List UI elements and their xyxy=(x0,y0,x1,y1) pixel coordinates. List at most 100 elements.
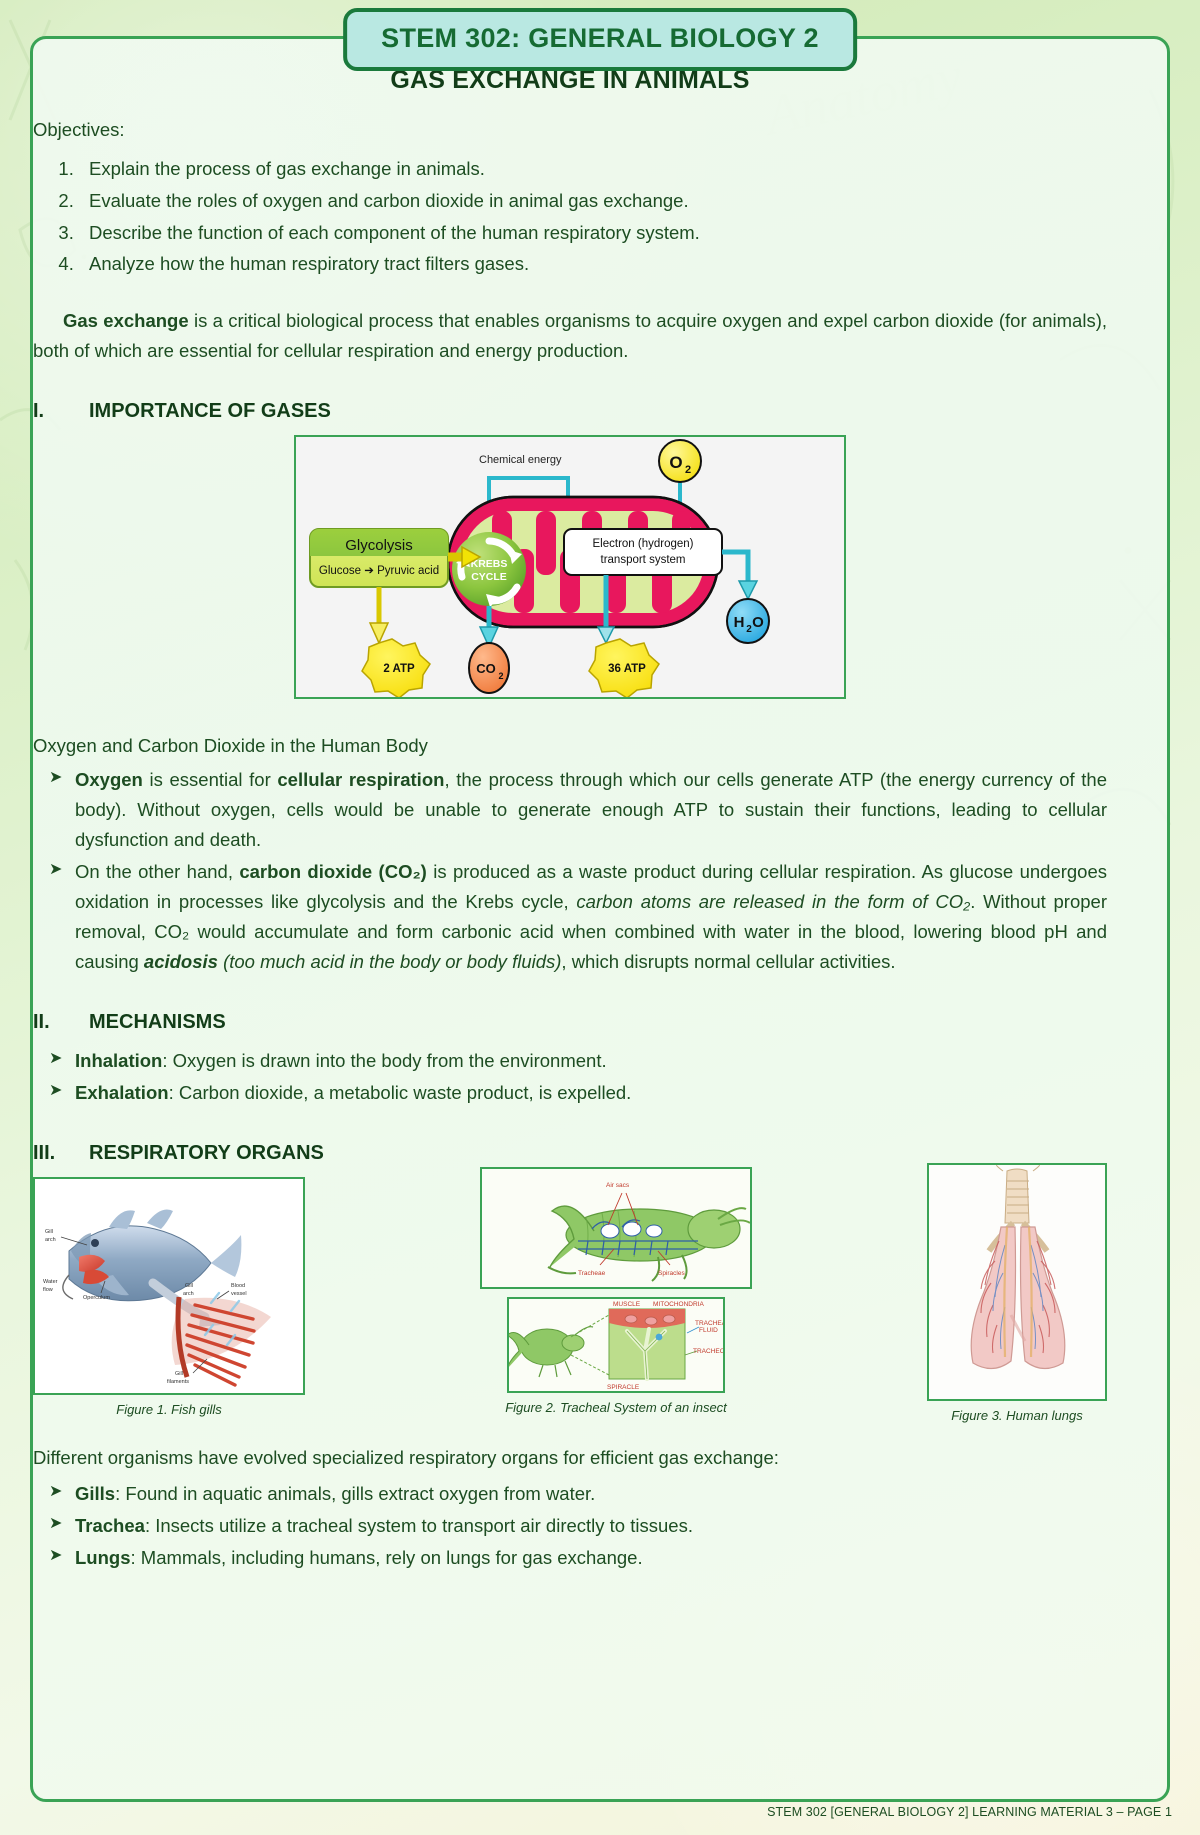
grasshopper-illustration xyxy=(547,1205,750,1282)
left-lung xyxy=(970,1226,1017,1369)
atp2-label: 2 ATP xyxy=(383,663,415,675)
section-heading-respiratory-organs: III. RESPIRATORY ORGANS xyxy=(33,1142,1107,1165)
label-spiracles: Spiracles xyxy=(658,1270,685,1277)
figure-3-caption: Figure 3. Human lungs xyxy=(951,1407,1083,1423)
label-gill-filaments: Gill xyxy=(175,1371,183,1377)
co2-badge: CO 2 xyxy=(468,642,510,695)
oxygen-badge: O 2 xyxy=(658,439,702,484)
label-tracheae: Tracheae xyxy=(578,1270,606,1277)
label-air-sacs: Air sacs xyxy=(606,1182,630,1189)
mechanism-exhalation: ➤ Exhalation: Carbon dioxide, a metaboli… xyxy=(33,1078,1107,1108)
co2-sub: 2 xyxy=(498,671,503,681)
document-content: GAS EXCHANGE IN ANIMALS Objectives: Expl… xyxy=(33,66,1107,1575)
grasshopper-small xyxy=(509,1325,594,1378)
figure-2-column: Air sacs Tracheae Spiracles xyxy=(480,1166,752,1415)
mechanism-label: Inhalation xyxy=(75,1049,163,1071)
mechanism-inhalation: ➤ Inhalation: Oxygen is drawn into the b… xyxy=(33,1046,1107,1076)
bullet-oxygen: ➤ Oxygen is essential for cellular respi… xyxy=(33,765,1107,855)
organ-trachea: ➤ Trachea: Insects utilize a tracheal sy… xyxy=(33,1511,1107,1541)
gill-filaments-detail xyxy=(171,1291,271,1387)
cellular-respiration-svg: Chemical energy xyxy=(309,439,770,700)
arrow-bullet-icon: ➤ xyxy=(49,1482,63,1500)
arrow-bullet-icon: ➤ xyxy=(49,1546,63,1564)
mechanism-text: : Carbon dioxide, a metabolic waste prod… xyxy=(168,1081,632,1103)
co2-text-4: , which disrupts normal cellular activit… xyxy=(561,950,896,972)
arrow-bullet-icon: ➤ xyxy=(49,1514,63,1532)
organ-gills: ➤ Gills: Found in aquatic animals, gills… xyxy=(33,1479,1107,1509)
human-body-heading: Oxygen and Carbon Dioxide in the Human B… xyxy=(33,735,428,757)
arrow-bullet-icon: ➤ xyxy=(49,861,63,879)
objectives-heading: Objectives: xyxy=(33,119,125,140)
organ-label: Lungs xyxy=(75,1546,131,1568)
objective-item: Explain the process of gas exchange in a… xyxy=(79,153,1107,185)
label-blood-vessel: Blood xyxy=(231,1283,245,1289)
course-title-pill: STEM 302: GENERAL BIOLOGY 2 xyxy=(343,8,857,71)
organ-text: : Insects utilize a tracheal system to t… xyxy=(144,1514,693,1536)
label-gill-arch-4: arch xyxy=(183,1291,194,1297)
oxygen-badge-sub: 2 xyxy=(685,464,691,476)
organs-list: ➤ Gills: Found in aquatic animals, gills… xyxy=(33,1479,1107,1573)
tracheole-detail-panel xyxy=(608,1308,686,1381)
label-spiracle: SPIRACLE xyxy=(607,1384,640,1391)
trachea-illustration xyxy=(996,1164,1040,1224)
co2-text-1: On the other hand, xyxy=(75,861,240,883)
label-tracheal-fluid: TRACHEAL xyxy=(695,1320,723,1327)
section-title: IMPORTANCE OF GASES xyxy=(89,400,331,423)
label-gill-arch-3: Gill xyxy=(185,1283,193,1289)
objective-item: Evaluate the roles of oxygen and carbon … xyxy=(79,185,1107,217)
label-blood-vessel-2: vessel xyxy=(231,1291,247,1297)
section-heading-mechanisms: II. MECHANISMS xyxy=(33,1011,1107,1034)
label-operculum: Operculum xyxy=(83,1295,110,1301)
oxygen-text-1: is essential for xyxy=(142,769,278,791)
co2-bold-acidosis: acidosis xyxy=(143,950,218,972)
water-badge-sub: 2 xyxy=(746,624,752,635)
label-mitochondria: MITOCHONDRIA xyxy=(653,1301,704,1308)
intro-bold-lead: Gas exchange xyxy=(63,310,189,332)
mechanism-label: Exhalation xyxy=(75,1081,169,1103)
ets-label-line1: Electron (hydrogen) xyxy=(593,538,694,550)
section-heading-importance: I. IMPORTANCE OF GASES xyxy=(33,400,1107,423)
figure-tracheal-system-detail: MUSCLE MITOCHONDRIA TRACHEAL FLUID TRACH… xyxy=(507,1296,725,1393)
krebs-label-line2: CYCLE xyxy=(471,571,507,583)
figure-human-lungs xyxy=(927,1162,1107,1401)
intro-paragraph: Gas exchange is a critical biological pr… xyxy=(33,306,1107,366)
organ-text: : Mammals, including humans, rely on lun… xyxy=(130,1546,643,1568)
label-chemical-energy: Chemical energy xyxy=(479,454,562,466)
figure-1-column: Gill arch Water flow Operculum Gill arch… xyxy=(33,1176,305,1417)
mechanisms-list: ➤ Inhalation: Oxygen is drawn into the b… xyxy=(33,1046,1107,1108)
label-gill-arch: Gill xyxy=(45,1229,53,1235)
arrow-bullet-icon: ➤ xyxy=(49,769,63,787)
atp36-label: 36 ATP xyxy=(608,663,646,675)
mechanism-text: : Oxygen is drawn into the body from the… xyxy=(162,1049,607,1071)
krebs-cycle-node: KREBS CYCLE xyxy=(452,532,526,608)
label-gill-filaments-2: filaments xyxy=(167,1379,189,1385)
section-number: III. xyxy=(33,1141,56,1164)
objective-item: Analyze how the human respiratory tract … xyxy=(79,248,1107,280)
electron-transport-box: Electron (hydrogen) transport system xyxy=(563,528,723,577)
water-badge-label: H xyxy=(734,614,745,631)
label-tracheole: TRACHEOLE xyxy=(693,1348,723,1355)
human-body-bullets: ➤ Oxygen is essential for cellular respi… xyxy=(33,765,1107,977)
section-number: II. xyxy=(33,1010,50,1033)
atp2-badge: 2 ATP xyxy=(361,638,431,700)
organ-lungs: ➤ Lungs: Mammals, including humans, rely… xyxy=(33,1543,1107,1573)
glycolysis-subtitle: Glucose ➔ Pyruvic acid xyxy=(319,565,439,577)
figure-3-column: Figure 3. Human lungs xyxy=(927,1162,1107,1423)
figure-2-caption: Figure 2. Tracheal System of an insect xyxy=(505,1399,727,1415)
label-tracheal-fluid-2: FLUID xyxy=(699,1327,718,1334)
label-muscle: MUSCLE xyxy=(613,1301,641,1308)
document-sheet xyxy=(30,36,1170,1802)
objective-item: Describe the function of each component … xyxy=(79,217,1107,249)
glycolysis-title: Glycolysis xyxy=(345,537,413,554)
organ-text: : Found in aquatic animals, gills extrac… xyxy=(115,1482,596,1504)
section-title: MECHANISMS xyxy=(89,1010,226,1033)
oxygen-bold-2: cellular respiration xyxy=(277,769,445,791)
co2-label: CO xyxy=(476,661,496,676)
bullet-carbon-dioxide: ➤ On the other hand, carbon dioxide (CO₂… xyxy=(33,857,1107,977)
arrow-bullet-icon: ➤ xyxy=(49,1049,63,1067)
water-badge: H 2 O xyxy=(726,598,770,645)
figure-fish-gills: Gill arch Water flow Operculum Gill arch… xyxy=(33,1176,305,1395)
co2-text-3: . Without proper removal, CO₂ would accu… xyxy=(75,891,1107,972)
water-badge-tail: O xyxy=(752,614,764,631)
organ-figures-row: Gill arch Water flow Operculum Gill arch… xyxy=(33,1162,1107,1423)
